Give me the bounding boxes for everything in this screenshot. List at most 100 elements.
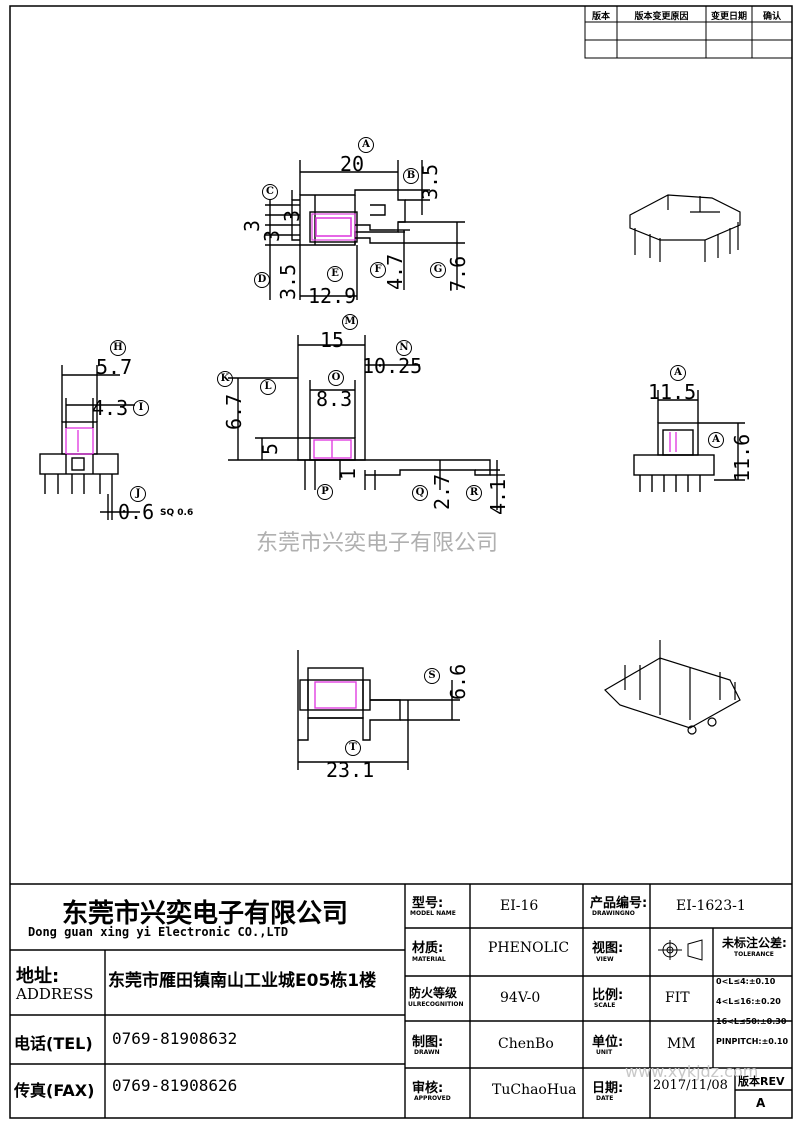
dim-b: 3.5 bbox=[418, 163, 442, 200]
ul-label-en: ULRECOGNITION bbox=[408, 1001, 464, 1008]
dim-p: 1 bbox=[336, 467, 360, 480]
material-value: PHENOLIC bbox=[488, 940, 570, 956]
projection-symbol-icon bbox=[658, 939, 703, 961]
address-value: 东莞市雁田镇南山工业城E05栋1楼 bbox=[108, 971, 377, 991]
dim-c3: 3 bbox=[280, 209, 304, 222]
rev-header-date: 变更日期 bbox=[710, 12, 747, 22]
ref-label-a: A bbox=[358, 137, 374, 153]
ref-label-s: S bbox=[424, 668, 440, 684]
dim-g: 7.6 bbox=[446, 255, 470, 292]
watermark-url: www.xykjdz.com bbox=[625, 1062, 759, 1081]
ref-label-m: M bbox=[342, 314, 358, 330]
ref-label-a-right-2: A bbox=[708, 432, 724, 448]
dim-q: 2.7 bbox=[430, 473, 454, 510]
iso-view-bottom bbox=[604, 640, 741, 735]
ref-label-j: J bbox=[130, 486, 146, 502]
bottom-view bbox=[297, 650, 460, 770]
tolerance-title-en: TOLERANCE bbox=[734, 951, 774, 958]
ref-label-e: E bbox=[327, 266, 343, 282]
tel-value: 0769-81908632 bbox=[112, 1029, 238, 1048]
dim-n: 10.25 bbox=[362, 354, 423, 378]
company-name-cn: 东莞市兴奕电子有限公司 bbox=[62, 899, 349, 929]
view-label-en: VIEW bbox=[596, 956, 614, 963]
tolerance-line-3: 16<L≤50:±0.30 bbox=[716, 1017, 787, 1026]
ref-label-q: Q bbox=[412, 485, 428, 501]
ref-label-p: P bbox=[317, 484, 333, 500]
rev-header-version: 版本 bbox=[591, 12, 610, 22]
company-name-en: Dong guan xing yi Electronic CO.,LTD bbox=[28, 925, 289, 939]
dim-h: 5.7 bbox=[96, 355, 133, 379]
dim-j: 0.6 bbox=[118, 500, 155, 524]
revision-table bbox=[584, 5, 793, 59]
ref-label-o: O bbox=[328, 370, 344, 386]
material-label-en: MATERIAL bbox=[412, 956, 446, 963]
ref-label-b: B bbox=[403, 168, 419, 184]
date-label-cn: 日期: bbox=[592, 1081, 624, 1096]
address-label-en: ADDRESS bbox=[16, 985, 94, 1003]
tolerance-title-cn: 未标注公差: bbox=[722, 936, 787, 950]
top-view bbox=[265, 160, 465, 300]
ref-label-l: L bbox=[260, 379, 276, 395]
view-label-cn: 视图: bbox=[592, 941, 624, 956]
unit-label-cn: 单位: bbox=[592, 1035, 624, 1050]
ul-value: 94V-0 bbox=[500, 990, 541, 1006]
ref-label-n: N bbox=[396, 340, 412, 356]
drawn-label-cn: 制图: bbox=[412, 1035, 444, 1050]
title-block-grid bbox=[10, 883, 792, 1118]
dim-f: 4.7 bbox=[383, 253, 407, 290]
ref-label-a-right-1: A bbox=[670, 365, 686, 381]
dim-m: 15 bbox=[320, 328, 345, 352]
model-label-en: MODEL NAME bbox=[410, 910, 456, 917]
ref-label-g: G bbox=[430, 262, 446, 278]
drawingno-label-cn: 产品编号: bbox=[590, 896, 648, 911]
approved-value: TuChaoHua bbox=[492, 1082, 577, 1098]
drawingno-label-en: DRAWINGNO bbox=[592, 910, 635, 917]
drawing-frame bbox=[9, 5, 793, 1119]
right-view bbox=[633, 390, 745, 492]
model-label-cn: 型号: bbox=[412, 896, 444, 911]
fax-label: 传真(FAX) bbox=[14, 1081, 95, 1100]
dim-a2: 11.6 bbox=[730, 433, 754, 482]
scale-value: FIT bbox=[665, 990, 690, 1006]
dim-o: 8.3 bbox=[316, 387, 353, 411]
date-value: 2017/11/08 bbox=[653, 1078, 728, 1093]
tolerance-line-4: PINPITCH:±0.10 bbox=[716, 1037, 789, 1046]
dim-c2: 3 bbox=[260, 229, 284, 242]
rev-value: A bbox=[756, 1096, 766, 1110]
dim-l: 5 bbox=[258, 442, 282, 455]
rev-header-confirm: 确认 bbox=[762, 12, 781, 22]
side-view bbox=[39, 365, 140, 520]
ref-label-i: I bbox=[133, 400, 149, 416]
dim-r: 4.1 bbox=[486, 478, 510, 515]
scale-label-cn: 比例: bbox=[592, 988, 624, 1003]
ul-label-cn: 防火等级 bbox=[409, 986, 458, 1000]
date-label-en: DATE bbox=[596, 1095, 614, 1102]
approved-label-cn: 审核: bbox=[412, 1081, 444, 1096]
ref-label-r: R bbox=[466, 485, 482, 501]
dim-j-note: SQ 0.6 bbox=[160, 508, 194, 518]
dim-i: 4.3 bbox=[92, 396, 129, 420]
iso-view-top bbox=[629, 194, 741, 262]
dim-k: 6.7 bbox=[222, 393, 246, 430]
rev-header-reason: 版本变更原因 bbox=[634, 12, 689, 22]
dim-a: 20 bbox=[340, 152, 365, 176]
rev-label: 版本REV bbox=[738, 1075, 785, 1088]
tolerance-line-1: 0<L≤4:±0.10 bbox=[716, 977, 776, 986]
drawn-label-en: DRAWN bbox=[414, 1049, 440, 1056]
approved-label-en: APPROVED bbox=[414, 1095, 451, 1102]
dim-d: 3.5 bbox=[276, 263, 300, 300]
dim-t: 23.1 bbox=[326, 758, 375, 782]
ref-label-c: C bbox=[262, 184, 278, 200]
watermark: 东莞市兴奕电子有限公司 bbox=[256, 531, 499, 556]
tel-label: 电话(TEL) bbox=[14, 1034, 93, 1053]
dim-a1: 11.5 bbox=[648, 380, 697, 404]
ref-label-k: K bbox=[217, 371, 233, 387]
fax-value: 0769-81908626 bbox=[112, 1076, 238, 1095]
unit-value: MM bbox=[667, 1036, 696, 1052]
ref-label-h: H bbox=[110, 340, 126, 356]
address-label-cn: 地址: bbox=[16, 966, 60, 987]
dim-s: 6.6 bbox=[446, 663, 470, 700]
dim-e: 12.9 bbox=[308, 284, 357, 308]
drawingno-value: EI-1623-1 bbox=[676, 898, 746, 914]
